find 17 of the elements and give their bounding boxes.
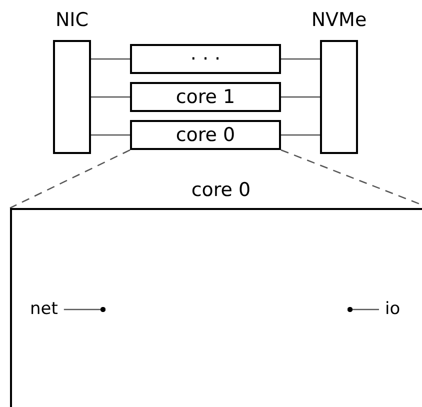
port-label: io — [385, 301, 400, 318]
zoom-guide-line — [10, 149, 130, 209]
box-heading: core 0 — [190, 181, 252, 200]
port-connector — [347, 306, 379, 312]
connector-line — [91, 58, 130, 60]
connector-line — [91, 134, 130, 136]
core-box: core 1 — [130, 82, 281, 112]
core-box: · · · — [130, 44, 281, 74]
port-label: net — [30, 301, 58, 318]
connector-line — [281, 58, 320, 60]
connector-line — [281, 96, 320, 98]
port-connector — [64, 306, 106, 312]
connector-line — [281, 134, 320, 136]
connector-line — [91, 96, 130, 98]
box-heading: NVMe — [310, 11, 368, 30]
box-heading: NIC — [54, 11, 90, 30]
core-box: core 0 — [130, 120, 281, 150]
